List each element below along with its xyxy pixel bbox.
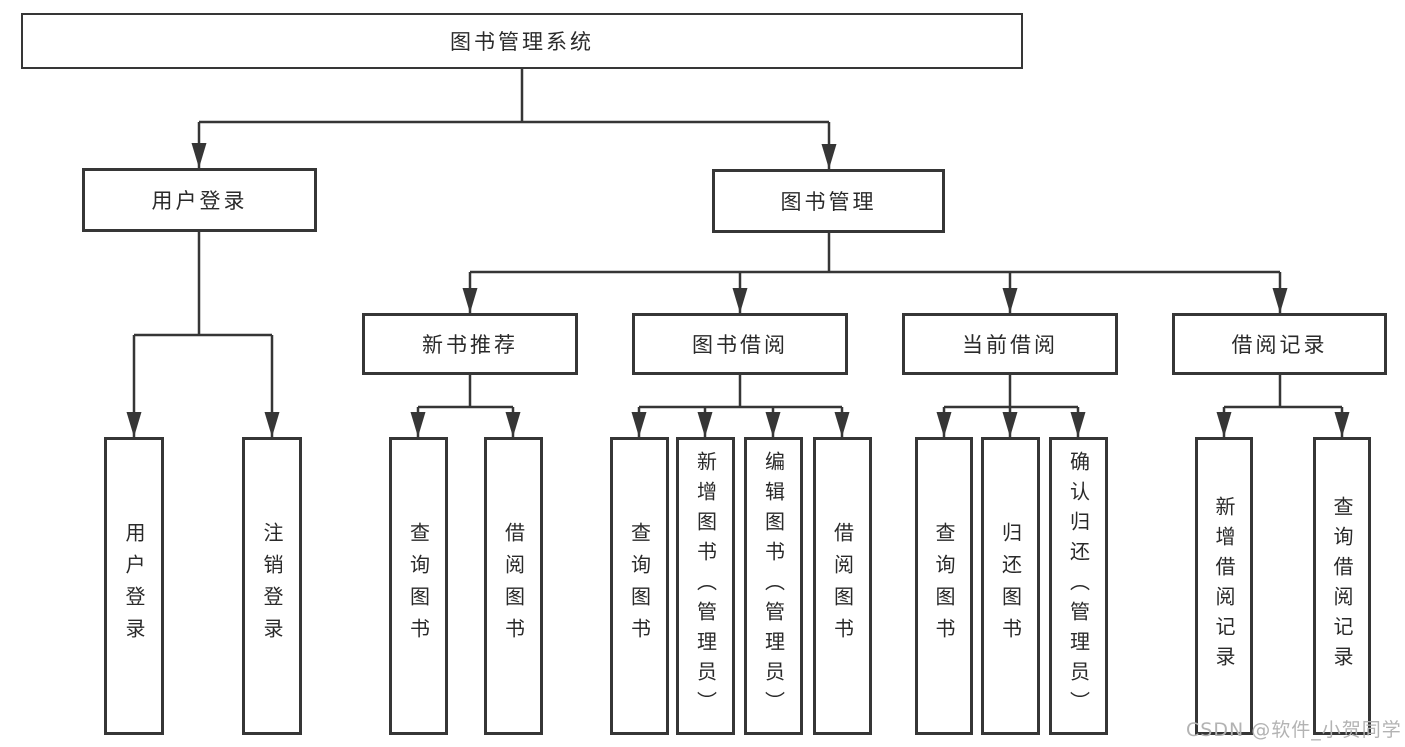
- leaf-borrow-books-recommend: 借阅图书: [484, 437, 543, 735]
- node-new-book-recommend-label: 新书推荐: [422, 333, 518, 357]
- node-current-borrow: 当前借阅: [902, 313, 1118, 375]
- leaf-query-borrow-record-label: 查询借阅记录: [1330, 496, 1354, 676]
- node-book-management: 图书管理: [712, 169, 945, 233]
- leaf-confirm-return-admin-label: 确认归还（管理员）: [1066, 451, 1091, 721]
- leaf-edit-book-admin: 编辑图书（管理员）: [744, 437, 803, 735]
- leaf-query-books-borrow: 查询图书: [610, 437, 669, 735]
- node-root-label: 图书管理系统: [450, 30, 594, 54]
- leaf-edit-book-admin-label: 编辑图书（管理员）: [761, 451, 786, 721]
- leaf-user-login-label: 用户登录: [122, 522, 146, 650]
- leaf-logout: 注销登录: [242, 437, 302, 735]
- node-borrow-records: 借阅记录: [1172, 313, 1387, 375]
- leaf-query-books-recommend: 查询图书: [389, 437, 448, 735]
- leaf-query-books-current: 查询图书: [915, 437, 973, 735]
- leaf-query-books-borrow-label: 查询图书: [627, 522, 652, 650]
- node-current-borrow-label: 当前借阅: [962, 333, 1058, 357]
- node-book-management-label: 图书管理: [780, 190, 877, 214]
- connector-user-login-stem: [134, 232, 272, 337]
- connector-root-stem: [199, 69, 829, 124]
- leaf-return-book: 归还图书: [981, 437, 1040, 735]
- connector-new-book-stem: [418, 375, 513, 409]
- leaf-add-borrow-record-label: 新增借阅记录: [1212, 496, 1236, 676]
- node-root: 图书管理系统: [21, 13, 1023, 69]
- leaf-borrow-books-borrow: 借阅图书: [813, 437, 872, 735]
- leaf-return-book-label: 归还图书: [998, 522, 1023, 650]
- leaf-user-login: 用户登录: [104, 437, 164, 735]
- leaf-query-books-recommend-label: 查询图书: [406, 522, 431, 650]
- connector-book-borrow-stem: [639, 375, 842, 409]
- node-new-book-recommend: 新书推荐: [362, 313, 578, 375]
- leaf-query-borrow-record: 查询借阅记录: [1313, 437, 1371, 735]
- leaf-borrow-books-recommend-label: 借阅图书: [501, 522, 526, 650]
- leaf-add-borrow-record: 新增借阅记录: [1195, 437, 1253, 735]
- node-user-login: 用户登录: [82, 168, 317, 232]
- leaf-borrow-books-borrow-label: 借阅图书: [830, 522, 855, 650]
- node-borrow-records-label: 借阅记录: [1231, 333, 1328, 357]
- leaf-confirm-return-admin: 确认归还（管理员）: [1049, 437, 1108, 735]
- connector-borrow-records-stem: [1224, 375, 1342, 409]
- node-user-login-label: 用户登录: [151, 189, 248, 213]
- connector-book-mgmt-stem: [470, 233, 1280, 274]
- leaf-query-books-current-label: 查询图书: [932, 522, 956, 650]
- node-book-borrow-label: 图书借阅: [692, 333, 788, 357]
- csdn-watermark: CSDN @软件_小贺同学: [1186, 719, 1402, 741]
- connector-current-borrow-stem: [944, 375, 1078, 409]
- leaf-logout-label: 注销登录: [260, 522, 284, 650]
- node-book-borrow: 图书借阅: [632, 313, 848, 375]
- leaf-add-book-admin-label: 新增图书（管理员）: [693, 451, 718, 721]
- leaf-add-book-admin: 新增图书（管理员）: [676, 437, 735, 735]
